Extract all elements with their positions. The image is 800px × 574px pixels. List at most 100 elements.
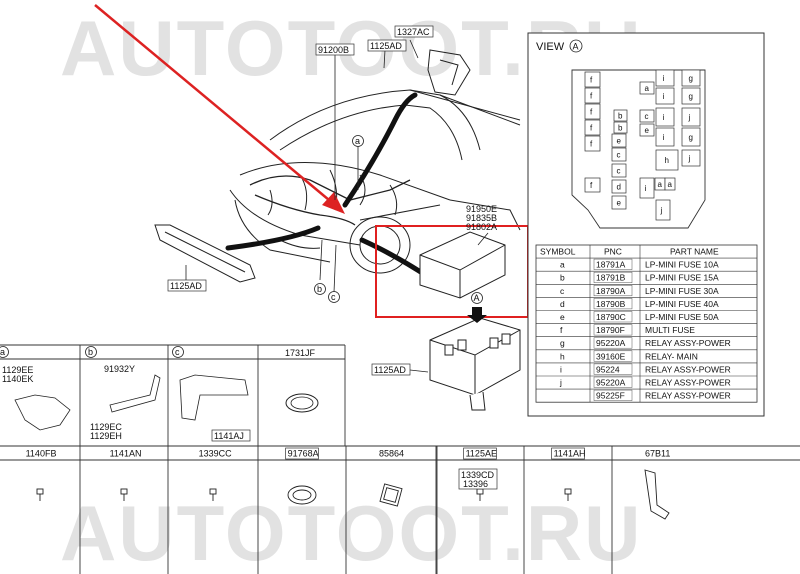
fuse-slot: j — [655, 199, 671, 221]
fuse-slot-label: e — [645, 126, 650, 135]
fuse-slot-label: b — [618, 112, 623, 121]
fuse-slot-label: i — [663, 133, 665, 142]
table-cell-symbol: a — [560, 260, 565, 270]
fuse-slot: a — [664, 177, 676, 191]
bottom-part-label: 1141AH — [554, 449, 586, 459]
fuse-slot: d — [611, 179, 627, 194]
table-cell-pnc: 18790F — [596, 325, 625, 335]
table-cell-name: LP-MINI FUSE 10A — [645, 260, 719, 270]
table-cell-name: RELAY ASSY-POWER — [645, 364, 731, 374]
fuse-slot-label: a — [645, 84, 650, 93]
table-cell-pnc: 95224 — [596, 364, 620, 374]
table-cell-symbol: e — [560, 312, 565, 322]
label-1125ad-left: 1125AD — [170, 281, 202, 291]
fuse-slot: i — [655, 127, 675, 147]
watermark-bottom: AUTOTOOT.RU — [60, 489, 642, 574]
fuse-slot: h — [655, 149, 679, 171]
label-1327ac: 1327AC — [397, 27, 430, 37]
fuse-slot: f — [584, 119, 601, 136]
table-row: b 18791B LP-MINI FUSE 15A — [560, 271, 719, 283]
table-cell-name: LP-MINI FUSE 15A — [645, 273, 719, 283]
fuse-slot-label: c — [617, 167, 621, 176]
table-cell-pnc: 18791B — [596, 273, 626, 283]
fuse-slot: b — [613, 121, 628, 134]
detail-row — [0, 344, 346, 446]
bottom-part-label: 1339CC — [199, 449, 233, 459]
fuse-slot-label: e — [617, 137, 622, 146]
bottom-part-label: 1125AE — [466, 449, 497, 459]
red-arrow — [94, 4, 345, 214]
fuse-slot: e — [611, 133, 627, 148]
fuse-slot: e — [611, 195, 627, 210]
fuse-slot-label: b — [618, 124, 623, 133]
fuse-slot: c — [611, 163, 627, 178]
fuse-slot: a — [654, 177, 666, 191]
fuse-slot: i — [655, 87, 675, 105]
fuse-slot: c — [611, 147, 627, 162]
fuse-slot: a — [639, 81, 655, 95]
fuse-slot-label: f — [590, 108, 593, 117]
fuse-slot: f — [584, 87, 601, 104]
table-cell-symbol: c — [560, 286, 565, 296]
relay-box-illustration — [429, 317, 521, 411]
table-cell-symbol: h — [560, 351, 565, 361]
fuse-slot: i — [655, 69, 675, 87]
table-cell-symbol: f — [560, 325, 563, 335]
fuse-slot-label: f — [590, 92, 593, 101]
table-cell-name: LP-MINI FUSE 30A — [645, 286, 719, 296]
label-91950e: 91950E — [466, 204, 497, 214]
bottom-extra-top: 1339CD — [461, 470, 495, 480]
detail-a-label-2: 1140EK — [2, 374, 33, 384]
fuse-slot-label: g — [689, 92, 693, 101]
fuse-slot-label: g — [689, 133, 693, 142]
leader-lines — [185, 39, 489, 373]
fuse-slot-label: a — [668, 180, 673, 189]
fuse-slot-label: f — [590, 140, 593, 149]
label-91835b: 91835B — [466, 213, 497, 223]
fuse-slot: g — [681, 69, 701, 87]
car-illustration — [154, 49, 521, 283]
fuse-slot: g — [681, 87, 701, 105]
label-1125ad-box: 1125AD — [374, 365, 406, 375]
fuse-slot: f — [584, 103, 601, 120]
fuse-slot-label: j — [688, 113, 691, 122]
fuse-slot-label: e — [617, 199, 622, 208]
table-header: PART NAME — [670, 247, 719, 257]
part-icon — [287, 485, 317, 505]
down-arrow-icon — [467, 307, 487, 323]
fuse-slot: b — [613, 109, 628, 122]
table-cell-symbol: b — [560, 273, 565, 283]
bottom-part-label: 91768A — [288, 449, 319, 459]
table-row: j 95220A RELAY ASSY-POWER — [559, 376, 731, 388]
table-cell-name: RELAY ASSY-POWER — [645, 378, 731, 388]
table-header: PNC — [604, 247, 622, 257]
table-cell-pnc: 18790B — [596, 299, 626, 309]
table-cell-pnc: 95220A — [596, 378, 626, 388]
bottom-extra-bottom: 13396 — [463, 479, 488, 489]
part-icon — [379, 483, 403, 507]
part-icon — [36, 488, 44, 501]
fuse-slot: f — [584, 177, 601, 193]
table-cell-symbol: j — [559, 378, 562, 388]
part-icon — [209, 488, 217, 501]
ref-A: A — [474, 293, 480, 303]
ref-a: a — [355, 136, 360, 146]
table-cell-name: RELAY ASSY-POWER — [645, 338, 731, 348]
table-cell-pnc: 18791A — [596, 260, 626, 270]
fuse-slot-label: i — [663, 74, 665, 83]
table-cell-pnc: 18790C — [596, 312, 626, 322]
ref-b: b — [317, 284, 322, 294]
fuse-slot: j — [681, 107, 701, 127]
fuse-slot-label: j — [688, 154, 691, 163]
